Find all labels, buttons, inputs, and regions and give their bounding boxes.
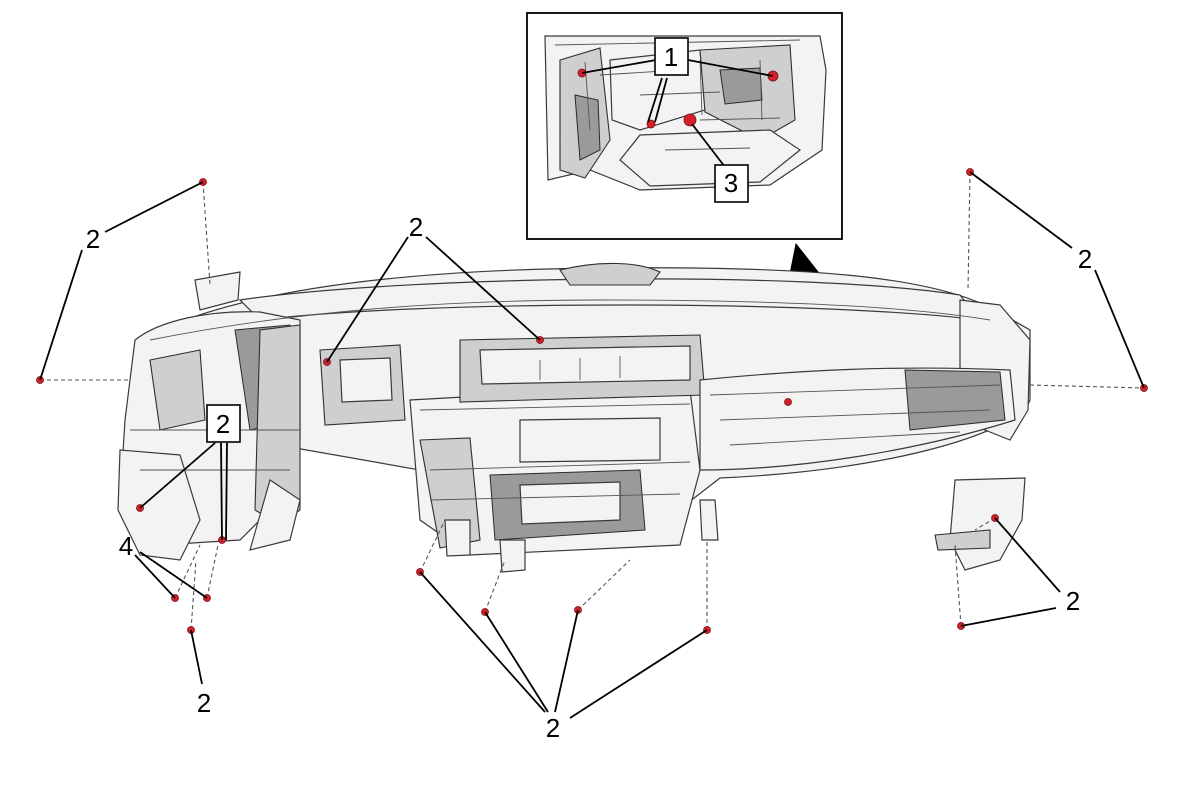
callout-2-top-right: 2 [1078, 244, 1092, 274]
callout-2-bottom-left: 2 [197, 688, 211, 718]
callout-2-bottom-center: 2 [546, 713, 560, 743]
callout-box-3 [714, 164, 749, 203]
callout-2-top-left: 2 [86, 224, 100, 254]
installation-paths [40, 171, 1145, 631]
callout-2-left-boxed: 2 [216, 409, 230, 439]
fastener-inset-1c [646, 119, 656, 129]
callout-box-1 [654, 37, 689, 76]
dashboard-assembly [117, 262, 1031, 573]
callout-3: 3 [724, 168, 738, 198]
callout-1: 1 [664, 42, 678, 72]
callout-labels: 2 2 2 2 4 2 2 2 [86, 212, 1092, 743]
fastener-inset-3 [683, 113, 697, 127]
callout-box-2-left [206, 404, 241, 443]
leader-lines [39, 171, 1145, 719]
inset-detail-view: 1 3 [526, 12, 843, 240]
callout-2-top-center: 2 [409, 212, 423, 242]
callout-2-bottom-right: 2 [1066, 586, 1080, 616]
fastener-center-right [784, 398, 792, 406]
callout-4: 4 [119, 531, 133, 561]
